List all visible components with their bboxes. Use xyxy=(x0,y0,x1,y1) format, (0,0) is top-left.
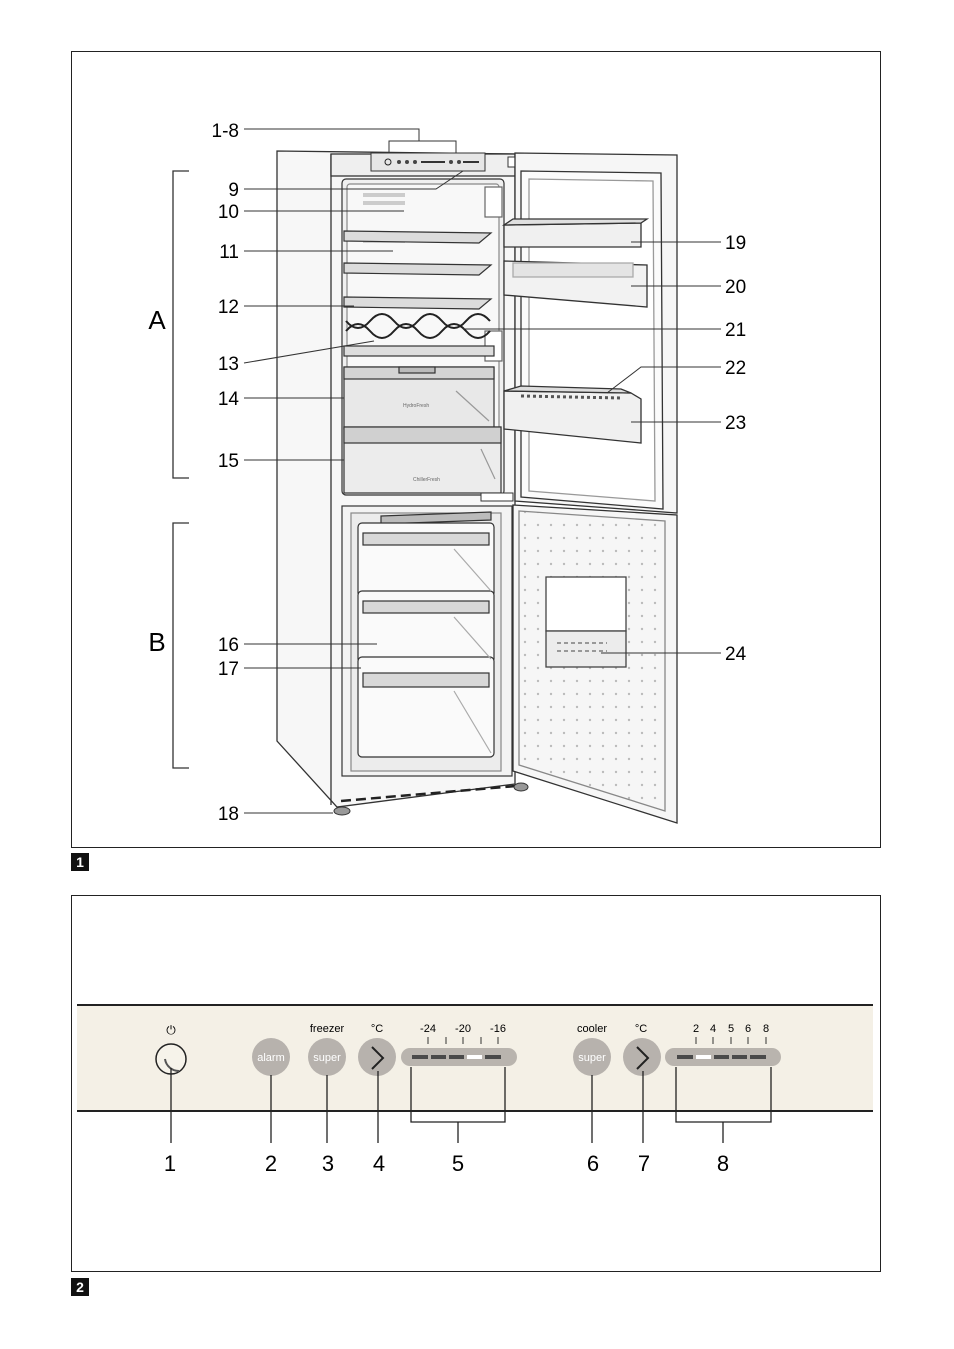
freezer-door xyxy=(512,504,678,824)
alarm-label: alarm xyxy=(257,1052,285,1064)
callout-22: 22 xyxy=(725,358,746,379)
number-3: 3 xyxy=(322,1151,334,1176)
fridge-illustration: HydroFresh ChillerFresh xyxy=(148,121,747,825)
freezer-compartment xyxy=(341,505,513,777)
callout-14: 14 xyxy=(218,389,240,410)
callout-12: 12 xyxy=(218,297,239,318)
cooler-scale-2: 2 xyxy=(693,1023,699,1035)
freezer-super-button[interactable] xyxy=(308,1038,346,1076)
chevron-right-icon xyxy=(371,1046,385,1070)
callout-15: 15 xyxy=(218,451,239,472)
number-7: 7 xyxy=(638,1151,650,1176)
callout-23: 23 xyxy=(725,413,746,434)
number-5: 5 xyxy=(452,1151,464,1176)
callout-9: 9 xyxy=(228,180,239,201)
cooler-label: cooler xyxy=(577,1023,607,1035)
cooler-scale-5: 5 xyxy=(728,1023,734,1035)
chillerfresh-label: ChillerFresh xyxy=(413,477,440,483)
cooler-scale-4: 4 xyxy=(710,1023,716,1035)
callout-1-8: 1-8 xyxy=(212,121,239,142)
freezer-celsius-label: °C xyxy=(371,1023,383,1035)
middle-hinge xyxy=(480,492,514,502)
fridge-compartment xyxy=(341,178,505,496)
cooler-temp-button[interactable] xyxy=(623,1038,661,1076)
callout-16: 16 xyxy=(218,635,239,656)
callout-24: 24 xyxy=(725,644,747,665)
freezer-super-label: super xyxy=(313,1052,341,1064)
number-1: 1 xyxy=(164,1151,176,1176)
callout-17: 17 xyxy=(218,659,239,680)
figure-1-frame: HydroFresh ChillerFresh xyxy=(71,51,881,848)
zone-label-b: B xyxy=(148,627,165,657)
callout-10: 10 xyxy=(218,202,239,223)
hydrofresh-label: HydroFresh xyxy=(403,403,429,409)
cooler-super-button[interactable] xyxy=(573,1038,611,1076)
callout-11: 11 xyxy=(219,242,239,263)
panel-leader-lines xyxy=(170,1067,772,1143)
callout-18: 18 xyxy=(218,804,239,825)
alarm-button[interactable] xyxy=(252,1038,290,1076)
freezer-scale-ticks xyxy=(427,1037,499,1044)
callout-19: 19 xyxy=(725,233,746,254)
number-4: 4 xyxy=(373,1151,385,1176)
freezer-scale-minus16: -16 xyxy=(490,1023,506,1035)
foot-right xyxy=(513,782,529,792)
figure-2-frame: ⏻ alarm freezer super °C -24 -20 -16 coo… xyxy=(71,895,881,1272)
chevron-right-icon xyxy=(636,1046,650,1070)
cooler-scale-6: 6 xyxy=(745,1023,751,1035)
freezer-scale-minus20: -20 xyxy=(455,1023,471,1035)
zone-brackets xyxy=(172,170,189,769)
freezer-scale-minus24: -24 xyxy=(420,1023,436,1035)
leader-lines-right xyxy=(463,241,721,654)
callout-13: 13 xyxy=(218,354,239,375)
fridge-door xyxy=(501,152,678,514)
figure-2-tag: 2 xyxy=(71,1278,89,1296)
control-panel-diagram: ⏻ alarm freezer super °C -24 -20 -16 coo… xyxy=(77,1004,873,1176)
freezer-temp-button[interactable] xyxy=(358,1038,396,1076)
cooler-scale-8: 8 xyxy=(763,1023,769,1035)
number-2: 2 xyxy=(265,1151,277,1176)
leader-lines-left xyxy=(243,128,464,814)
foot-left xyxy=(333,806,351,816)
figure-1-tag: 1 xyxy=(71,853,89,871)
number-8: 8 xyxy=(717,1151,729,1176)
callout-20: 20 xyxy=(725,277,746,298)
power-icon: ⏻ xyxy=(166,1023,176,1037)
cooler-super-label: super xyxy=(578,1052,606,1064)
callout-21: 21 xyxy=(725,320,746,341)
cooler-celsius-label: °C xyxy=(635,1023,647,1035)
zone-label-a: A xyxy=(148,305,166,335)
cooler-scale-ticks xyxy=(695,1037,767,1044)
freezer-label: freezer xyxy=(310,1023,345,1035)
number-6: 6 xyxy=(587,1151,599,1176)
